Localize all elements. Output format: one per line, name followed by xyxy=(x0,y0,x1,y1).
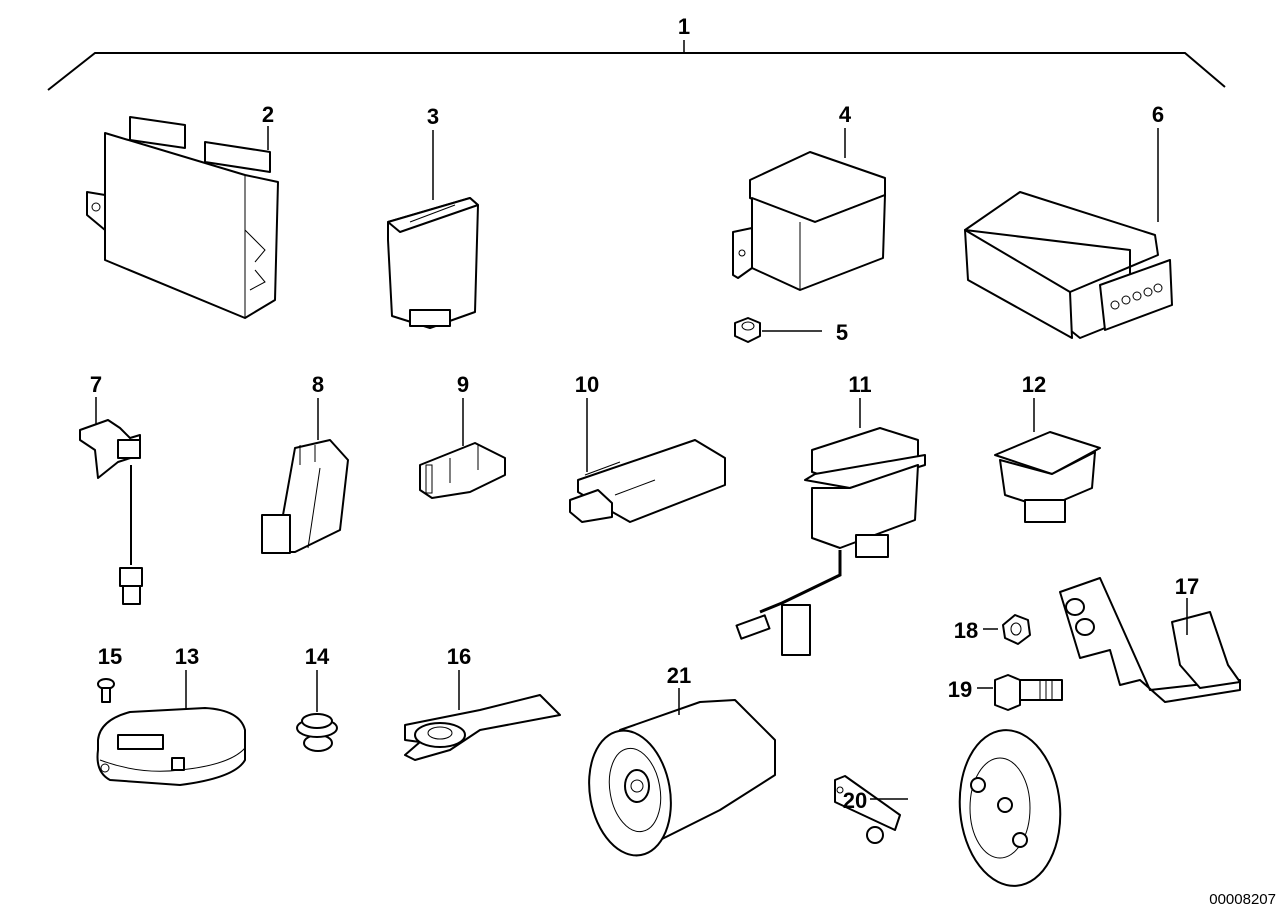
callout-12[interactable]: 12 xyxy=(1022,372,1046,397)
callout-20[interactable]: 20 xyxy=(843,788,867,813)
part-7-sensor-cable[interactable] xyxy=(79,419,143,605)
callout-8[interactable]: 8 xyxy=(312,372,324,397)
callout-14[interactable]: 14 xyxy=(305,644,330,669)
part-11-switch-cable[interactable] xyxy=(735,427,926,656)
part-8-bracket[interactable] xyxy=(261,439,349,554)
part-6-control-module[interactable] xyxy=(964,191,1173,339)
part-10-module[interactable] xyxy=(569,439,726,523)
callout-16[interactable]: 16 xyxy=(447,644,471,669)
part-5-hex-nut[interactable] xyxy=(734,317,761,343)
diagram-reference-number: 00008207 xyxy=(1209,891,1276,908)
part-12-switch[interactable] xyxy=(994,431,1101,523)
part-18-hex-nut[interactable] xyxy=(1002,614,1031,645)
part-2-control-unit[interactable] xyxy=(86,116,279,319)
callout-19[interactable]: 19 xyxy=(948,677,972,702)
part-20-horn[interactable] xyxy=(834,726,1067,890)
part-13-remote-control[interactable] xyxy=(96,707,246,786)
callout-4[interactable]: 4 xyxy=(839,102,852,127)
callout-17[interactable]: 17 xyxy=(1175,574,1199,599)
part-14-grommet[interactable] xyxy=(296,713,338,752)
callout-7[interactable]: 7 xyxy=(90,372,102,397)
part-16-plate[interactable] xyxy=(404,694,561,761)
part-15-screw[interactable] xyxy=(97,678,115,703)
callout-6[interactable]: 6 xyxy=(1152,102,1164,127)
callout-21[interactable]: 21 xyxy=(667,663,691,688)
callout-5[interactable]: 5 xyxy=(836,320,848,345)
group-bracket xyxy=(47,40,1226,91)
callout-11[interactable]: 11 xyxy=(848,372,871,397)
callout-15[interactable]: 15 xyxy=(98,644,122,669)
part-3-switch[interactable] xyxy=(387,197,479,329)
part-17-bracket[interactable] xyxy=(1059,577,1241,703)
callout-10[interactable]: 10 xyxy=(575,372,599,397)
part-21-siren[interactable] xyxy=(580,699,776,862)
callout-13[interactable]: 13 xyxy=(175,644,199,669)
part-4-relay[interactable] xyxy=(732,151,886,291)
callout-9[interactable]: 9 xyxy=(457,372,469,397)
callout-18[interactable]: 18 xyxy=(954,618,978,643)
part-9-holder[interactable] xyxy=(419,442,506,499)
part-19-hex-bolt[interactable] xyxy=(994,674,1063,711)
callout-3[interactable]: 3 xyxy=(427,104,439,129)
callout-1[interactable]: 1 xyxy=(678,14,690,39)
callout-2[interactable]: 2 xyxy=(262,102,274,127)
